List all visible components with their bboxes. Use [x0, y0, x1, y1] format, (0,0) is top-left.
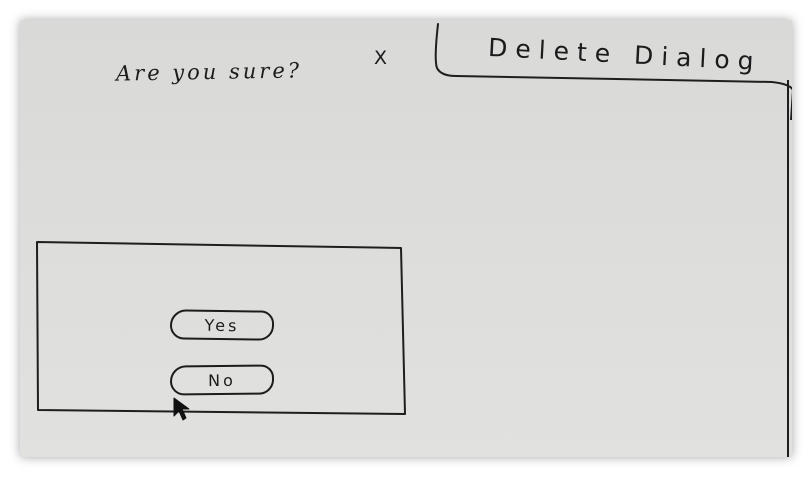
- title-tab: Delete Dialog: [20, 20, 792, 121]
- sketch-photo: Delete Dialog Are you sure? X Yes No: [20, 20, 792, 457]
- frame-right-edge: [787, 80, 789, 457]
- dialog-outline: [36, 241, 406, 415]
- dialog-message: Are you sure?: [115, 58, 303, 86]
- delete-dialog: [34, 238, 406, 418]
- no-button[interactable]: No: [169, 364, 275, 396]
- mouse-pointer-icon: [173, 397, 190, 421]
- title-tab-outline: [434, 23, 792, 121]
- yes-button[interactable]: Yes: [169, 309, 275, 341]
- close-icon[interactable]: X: [374, 47, 388, 69]
